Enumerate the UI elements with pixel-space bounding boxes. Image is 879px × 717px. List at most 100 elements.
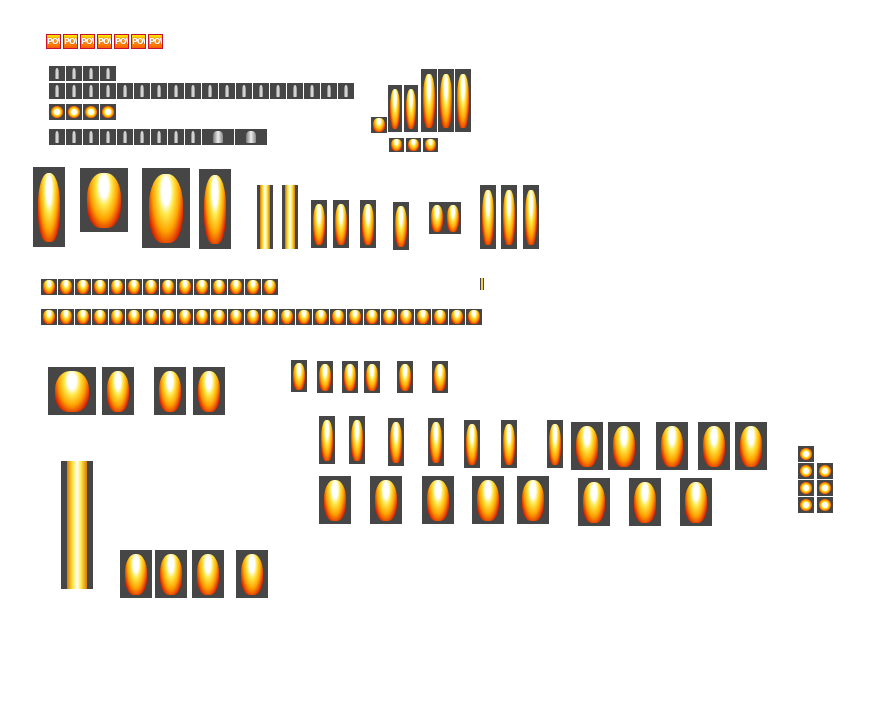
large-explosion-sprite <box>142 168 190 248</box>
flame-sprite <box>421 69 437 132</box>
pow-powerup-sprite: POW <box>63 34 78 49</box>
flame-sprite <box>404 85 418 132</box>
small-flame-sprite <box>160 279 176 295</box>
ship-thruster-sprite <box>134 129 150 145</box>
exhaust-flame-sprite <box>735 422 767 470</box>
exhaust-flame-sprite <box>517 476 549 524</box>
small-flame-sprite <box>432 309 448 325</box>
small-flame-sprite <box>75 309 91 325</box>
missile-sprite <box>83 66 99 81</box>
exhaust-flame-sprite <box>464 420 480 468</box>
small-flame-sprite <box>466 309 482 325</box>
missile-sprite <box>321 83 337 99</box>
fireball-sprite <box>817 463 833 479</box>
large-explosion-sprite <box>80 168 128 232</box>
small-flame-sprite <box>92 279 108 295</box>
missile-sprite <box>151 83 167 99</box>
small-flame-sprite <box>364 309 380 325</box>
small-explosion-sprite <box>100 104 116 120</box>
spark-sprite <box>480 278 484 290</box>
small-explosion-sprite <box>66 104 82 120</box>
exhaust-flame-sprite <box>422 476 454 524</box>
flame-sprite <box>397 361 413 393</box>
flame-sprite <box>364 361 380 393</box>
flame-sprite <box>333 200 349 248</box>
exhaust-flame-sprite <box>656 422 688 470</box>
flame-sprite <box>406 138 421 152</box>
exhaust-flame-sprite <box>388 418 404 466</box>
small-flame-sprite <box>211 279 227 295</box>
flame-sprite <box>393 202 409 250</box>
ship-thruster-sprite <box>235 129 267 145</box>
small-flame-sprite <box>279 309 295 325</box>
small-flame-sprite <box>160 309 176 325</box>
ship-thruster-sprite <box>185 129 201 145</box>
small-flame-sprite <box>194 279 210 295</box>
fire-burst-sprite <box>193 367 225 415</box>
small-flame-sprite <box>41 309 57 325</box>
pow-powerup-sprite: POW <box>80 34 95 49</box>
ship-thruster-sprite <box>168 129 184 145</box>
small-flame-sprite <box>143 279 159 295</box>
ship-thruster-sprite <box>49 129 65 145</box>
exhaust-flame-sprite <box>370 476 402 524</box>
small-flame-sprite <box>177 279 193 295</box>
small-flame-sprite <box>449 309 465 325</box>
small-flame-sprite <box>126 309 142 325</box>
small-flame-sprite <box>143 309 159 325</box>
small-flame-sprite <box>211 309 227 325</box>
exhaust-flame-sprite <box>578 478 610 526</box>
flame-sprite <box>445 202 461 234</box>
fire-column-sprite <box>61 461 93 589</box>
small-flame-sprite <box>75 279 91 295</box>
small-flame-sprite <box>228 309 244 325</box>
flame-sprite <box>371 117 387 133</box>
missile-sprite <box>66 66 82 81</box>
ship-thruster-sprite <box>151 129 167 145</box>
missile-sprite <box>219 83 235 99</box>
pow-powerup-sprite: POW <box>114 34 129 49</box>
exhaust-flame-sprite <box>629 478 661 526</box>
pow-powerup-sprite: POW <box>131 34 146 49</box>
flame-sprite <box>423 138 438 152</box>
flame-sprite <box>342 361 358 393</box>
flame-sprite <box>317 361 333 393</box>
fireball-sprite <box>798 446 814 462</box>
large-explosion-sprite <box>33 167 65 247</box>
missile-sprite <box>185 83 201 99</box>
fire-sprite <box>120 550 152 598</box>
exhaust-flame-sprite <box>428 418 444 466</box>
small-explosion-sprite <box>83 104 99 120</box>
exhaust-flame-sprite <box>698 422 730 470</box>
flame-sprite <box>455 69 471 132</box>
small-flame-sprite <box>381 309 397 325</box>
fire-pillar-sprite <box>282 185 298 249</box>
small-flame-sprite <box>58 279 74 295</box>
small-flame-sprite <box>245 279 261 295</box>
small-flame-sprite <box>194 309 210 325</box>
flame-sprite <box>429 202 445 234</box>
small-flame-sprite <box>347 309 363 325</box>
small-flame-sprite <box>92 309 108 325</box>
flame-sprite <box>523 185 539 249</box>
small-flame-sprite <box>415 309 431 325</box>
missile-sprite <box>83 83 99 99</box>
pow-powerup-sprite: POW <box>97 34 112 49</box>
missile-sprite <box>202 83 218 99</box>
fireball-sprite <box>817 480 833 496</box>
small-flame-sprite <box>245 309 261 325</box>
small-explosion-sprite <box>49 104 65 120</box>
exhaust-flame-sprite <box>319 416 335 464</box>
fire-sprite <box>236 550 268 598</box>
small-flame-sprite <box>313 309 329 325</box>
missile-sprite <box>100 83 116 99</box>
fireball-sprite <box>798 480 814 496</box>
pow-powerup-sprite: POW <box>148 34 163 49</box>
flame-sprite <box>389 138 404 152</box>
fire-burst-sprite <box>154 367 186 415</box>
fire-pillar-sprite <box>257 185 273 249</box>
missile-sprite <box>134 83 150 99</box>
exhaust-flame-sprite <box>680 478 712 526</box>
exhaust-flame-sprite <box>571 422 603 470</box>
small-flame-sprite <box>41 279 57 295</box>
